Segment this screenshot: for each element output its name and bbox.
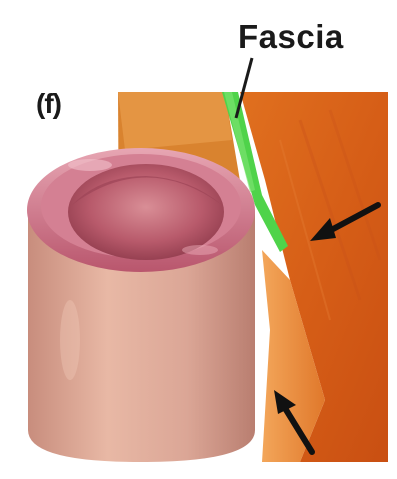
blood-vessel xyxy=(27,148,255,462)
panel-letter: (f) xyxy=(36,88,61,120)
fascia-label: Fascia xyxy=(238,18,344,56)
